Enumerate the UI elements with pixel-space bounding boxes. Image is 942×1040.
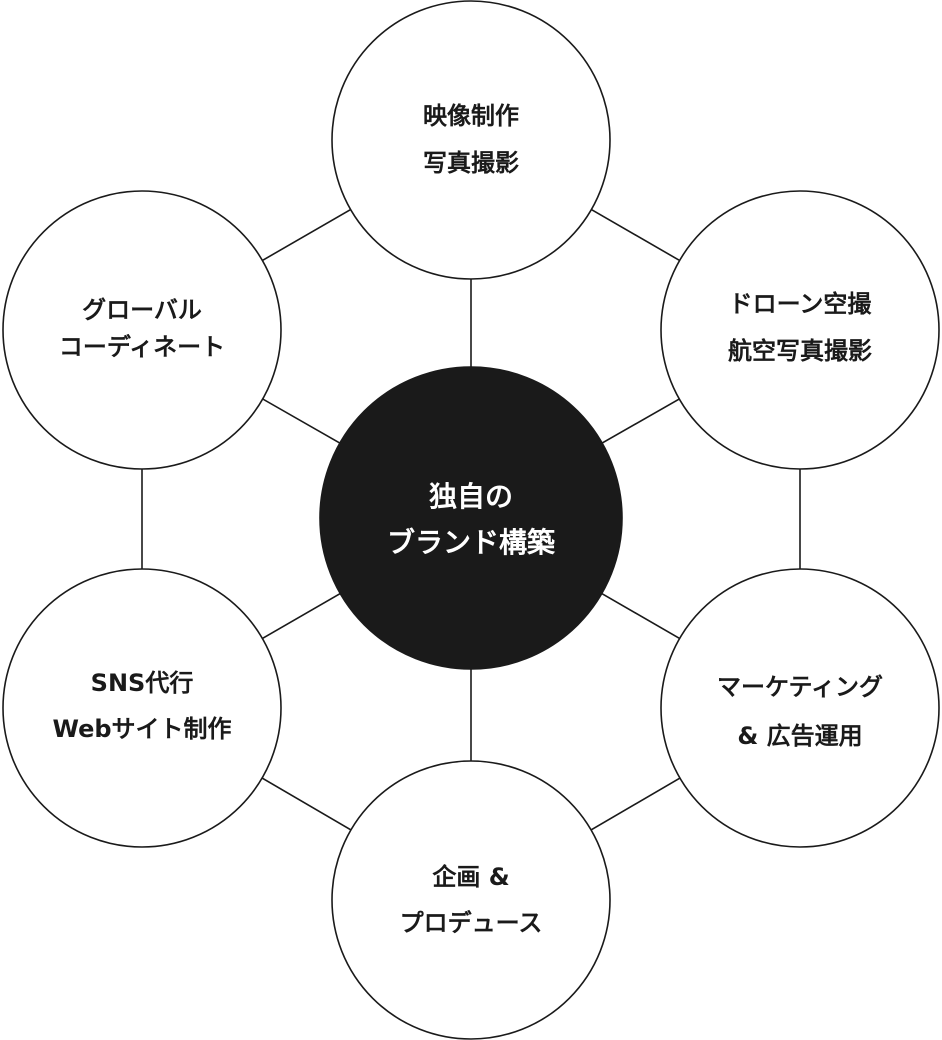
node-upper-left-line1: グローバル (82, 296, 202, 324)
node-top: 映像制作 写真撮影 (331, 0, 611, 280)
node-lower-right: マーケティング & 広告運用 (660, 568, 940, 848)
node-upper-left-line2: コーディネート (59, 333, 225, 361)
node-bottom-line2: プロデュース (400, 909, 543, 937)
node-bottom-circle (331, 760, 611, 1040)
node-lower-left-circle (2, 568, 282, 848)
node-top-line2: 写真撮影 (423, 149, 519, 177)
node-upper-left: グローバル コーディネート (2, 190, 282, 470)
node-lower-left-line1: SNS代行 (91, 669, 194, 697)
node-lower-left: SNS代行 Webサイト制作 (2, 568, 282, 848)
node-lower-right-line1: マーケティング (717, 673, 883, 701)
center-line2: ブランド構築 (387, 526, 556, 559)
node-bottom: 企画 & プロデュース (331, 760, 611, 1040)
node-upper-left-circle (2, 190, 282, 470)
node-upper-right-circle (660, 190, 940, 470)
node-top-line1: 映像制作 (423, 102, 519, 130)
node-upper-right: ドローン空撮 航空写真撮影 (660, 190, 940, 470)
center-node: 独自の ブランド構築 (319, 366, 623, 670)
node-bottom-line1: 企画 & (432, 863, 509, 891)
center-circle (319, 366, 623, 670)
node-top-circle (331, 0, 611, 280)
node-upper-right-line2: 航空写真撮影 (728, 337, 872, 365)
node-lower-left-line2: Webサイト制作 (52, 715, 231, 743)
node-lower-right-line2: & 広告運用 (737, 722, 862, 750)
center-line1: 独自の (429, 480, 513, 513)
node-lower-right-circle (660, 568, 940, 848)
node-upper-right-line1: ドローン空撮 (729, 290, 873, 318)
